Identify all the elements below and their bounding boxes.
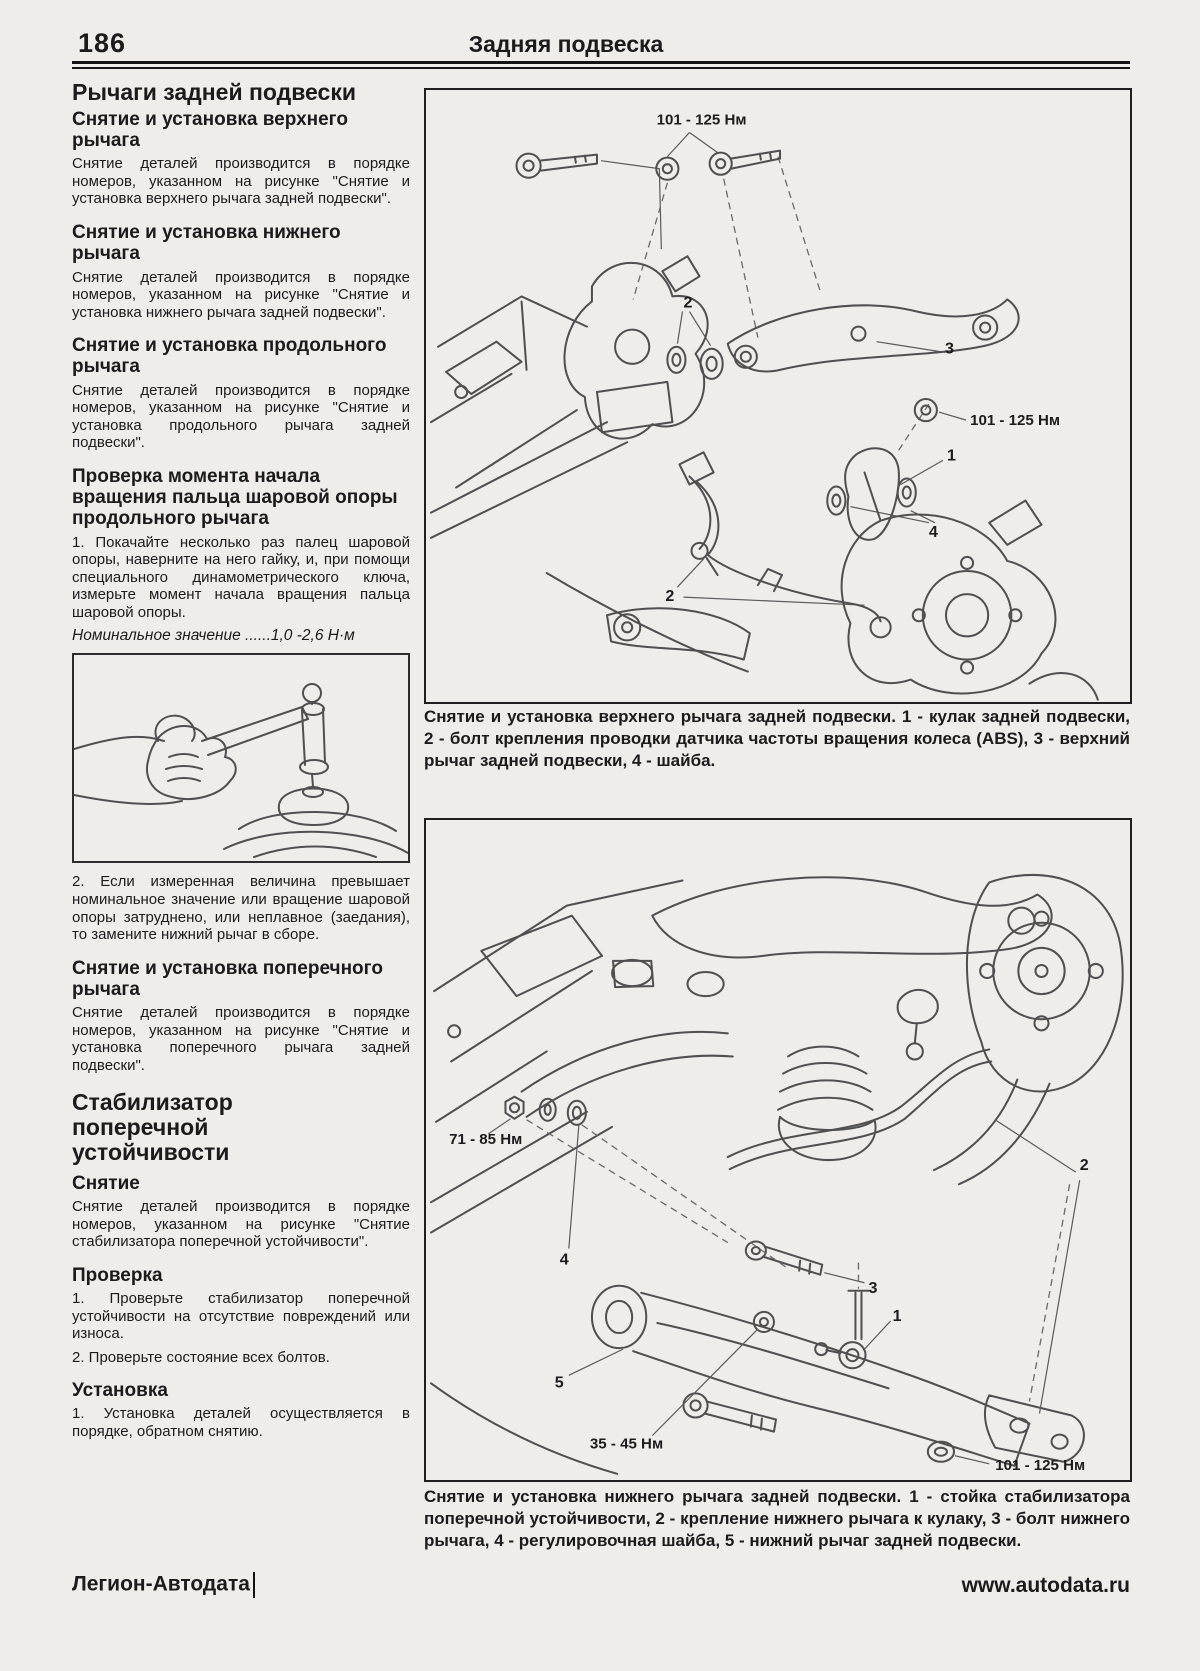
website-footer: www.autodata.ru [961, 1574, 1130, 1597]
fig2-torque-left-label: 71 - 85 Нм [449, 1131, 522, 1148]
paragraph: 2. Проверьте состояние всех болтов. [72, 1348, 330, 1366]
leader-lines [600, 132, 967, 606]
arm-bolt-sketch [744, 1240, 824, 1276]
figure-upper-arm-drawing: 101 - 125 Нм 101 - 125 Нм 2 3 1 4 2 [430, 111, 1099, 701]
fig2-torque-right-label: 101 - 125 Нм [995, 1457, 1085, 1474]
subheading-installation: Установка [72, 1380, 168, 1402]
fig2-callout-5: 5 [555, 1373, 564, 1391]
mount-bolts [515, 149, 782, 181]
page-number: 186 [78, 28, 127, 58]
balljoint-check-drawing [74, 683, 408, 859]
arm-bolt-and-link [826, 398, 938, 541]
fig1-callout-2a: 2 [683, 293, 692, 311]
lower-arm-sketch [590, 1284, 1085, 1467]
subheading-balljoint-check: Проверка момента начала вращения пальца … [72, 465, 398, 530]
paragraph: Снятие деталей производится в порядке но… [72, 1198, 410, 1251]
spring-boot-sketch [776, 988, 939, 1162]
subframe-sketch [430, 295, 629, 539]
fig2-torque-center-label: 35 - 45 Нм [590, 1436, 663, 1453]
section-heading-stabilizer: Стабилизатор поперечной устойчивости [72, 1089, 233, 1165]
stabilizer-link-sketch [814, 1289, 870, 1370]
publisher-footer: Легион-Автодата [72, 1572, 255, 1598]
paragraph: Снятие деталей производится в порядке но… [72, 381, 410, 452]
paragraph: Снятие деталей производится в порядке но… [72, 1004, 410, 1074]
figure-upper-arm: 101 - 125 Нм 101 - 125 Нм 2 3 1 4 2 [424, 88, 1132, 704]
fig1-callout-4: 4 [929, 523, 938, 541]
subheading-removal: Снятие [72, 1172, 140, 1194]
left-fasteners [504, 1095, 587, 1126]
rear-knuckle-sketch [932, 874, 1124, 1186]
subheading-upper-arm: Снятие и установка верхнего рычага [72, 108, 348, 152]
rear-knuckle-sketch [840, 499, 1099, 701]
fig1-torque-top-label: 101 - 125 Нм [657, 111, 747, 128]
figure-upper-arm-caption: Снятие и установка верхнего рычага задне… [424, 707, 1130, 771]
paragraph: 1. Покачайте несколько раз палец шаровой… [72, 533, 410, 621]
assembly-axis-lines [526, 1119, 1071, 1402]
trailing-arm-sketch [545, 572, 751, 673]
fig1-callout-2b: 2 [665, 587, 674, 605]
left-column: Рычаги задней подвески Снятие и установк… [72, 80, 410, 1447]
right-washer-sketch [926, 1440, 956, 1463]
scan-artifact-line [252, 1572, 255, 1598]
section-heading-levers: Рычаги задней подвески [72, 79, 356, 105]
mount-bracket-sketch [563, 255, 709, 440]
figure-lower-arm-drawing: 71 - 85 Нм 4 2 3 1 5 35 - 45 Нм 101 - 12… [430, 874, 1124, 1475]
fig2-callout-4: 4 [560, 1251, 569, 1269]
assembly-axis-lines [632, 156, 930, 451]
paragraph: 1. Проверьте стабилизатор поперечной уст… [72, 1289, 410, 1343]
fig2-callout-2: 2 [1080, 1156, 1089, 1174]
body-panel-sketch [430, 879, 734, 1475]
subheading-lower-arm: Снятие и установка нижнего рычага [72, 222, 341, 265]
figure-lower-arm-caption: Снятие и установка нижнего рычага задней… [424, 1487, 1130, 1551]
figure-lower-arm: 71 - 85 Нм 4 2 3 1 5 35 - 45 Нм 101 - 12… [424, 818, 1132, 1482]
header-rule [72, 61, 1130, 69]
subheading-check: Проверка [72, 1264, 163, 1286]
fig2-callout-1: 1 [893, 1307, 902, 1325]
paragraph: 1. Установка деталей осуществляется в по… [72, 1405, 410, 1440]
paragraph: Снятие деталей производится в порядке но… [72, 155, 410, 208]
bottom-bolt-sketch [682, 1392, 777, 1433]
paragraph: 2. Если измеренная величина превышает но… [72, 873, 410, 944]
subheading-lateral-arm: Снятие и установка поперечного рычага [72, 957, 383, 1000]
paragraph: Снятие деталей производится в порядке но… [72, 268, 410, 321]
fig1-callout-3: 3 [945, 340, 954, 358]
subheading-trailing-arm: Снятие и установка продольного рычага [72, 335, 387, 378]
abs-sensor-wire [678, 451, 892, 639]
leader-lines [488, 1118, 1081, 1465]
hand-and-wrench-sketch [74, 683, 408, 859]
fig1-callout-1: 1 [947, 446, 956, 464]
page-title: Задняя подвеска [468, 31, 664, 57]
balljoint-check-figure [72, 653, 410, 864]
bushing-washers [666, 345, 724, 380]
nominal-value-line: Номинальное значение ......1,0 -2,6 Н·м [72, 627, 355, 645]
fig2-callout-3: 3 [869, 1279, 878, 1297]
fig1-torque-right-label: 101 - 125 Нм [970, 412, 1060, 429]
upper-arm-sketch [726, 298, 1020, 373]
stabilizer-bar-sketch [726, 1048, 993, 1171]
publisher-name: Легион-Автодата [72, 1572, 250, 1596]
